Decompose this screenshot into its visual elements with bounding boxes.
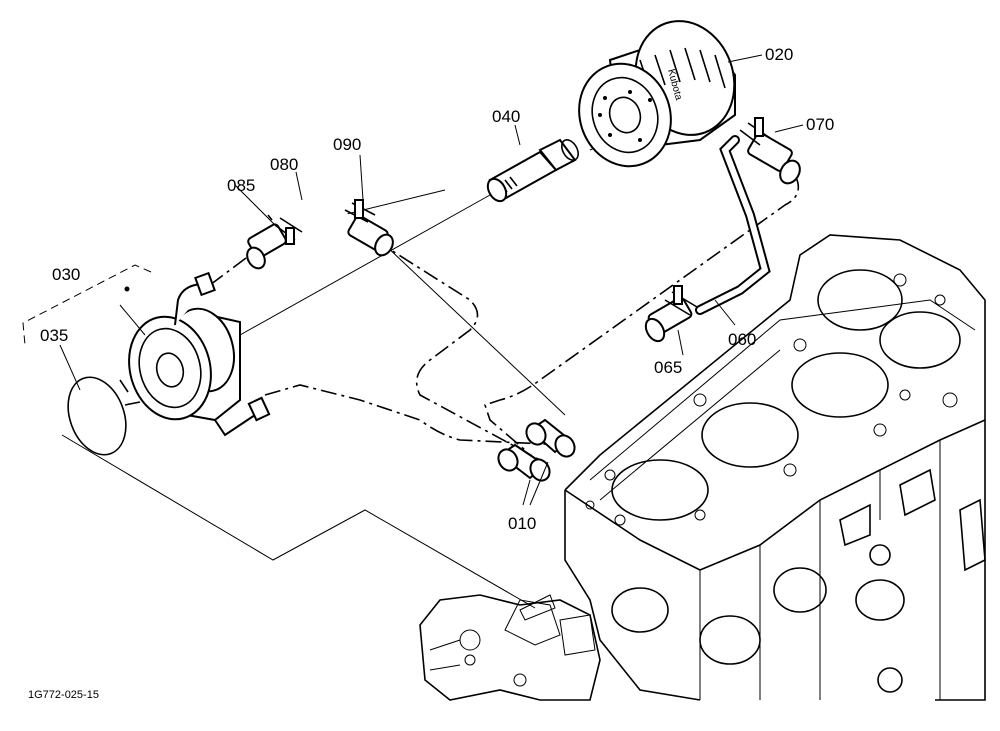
o-ring-035 [67, 376, 127, 456]
connectors-010 [497, 418, 576, 506]
label-080: 080 [270, 155, 298, 174]
oil-filter-020: Kubota [578, 20, 736, 168]
clamp-090 [344, 199, 376, 223]
clamp-085 [267, 214, 303, 245]
label-090: 090 [333, 135, 361, 154]
label-020: 020 [765, 45, 793, 64]
label-030: 030 [52, 265, 80, 284]
part-labels: 020 070 040 090 080 085 030 035 060 065 … [40, 45, 834, 533]
oil-cooler-030 [119, 271, 271, 437]
flow-lines [209, 174, 800, 461]
label-010: 010 [508, 514, 536, 533]
engine-block [419, 234, 986, 701]
label-035: 035 [40, 326, 68, 345]
label-085: 085 [227, 176, 255, 195]
label-040: 040 [492, 107, 520, 126]
label-065: 065 [654, 358, 682, 377]
hose-060 [644, 132, 801, 343]
drawing-number: 1G772-025-15 [28, 689, 99, 701]
callout-leaders [59, 54, 804, 391]
leader-lines [22, 99, 701, 609]
pipe-040 [486, 138, 579, 203]
clamp-065 [664, 285, 698, 316]
label-060: 060 [728, 330, 756, 349]
label-070: 070 [806, 115, 834, 134]
clamp-070 [739, 117, 771, 146]
